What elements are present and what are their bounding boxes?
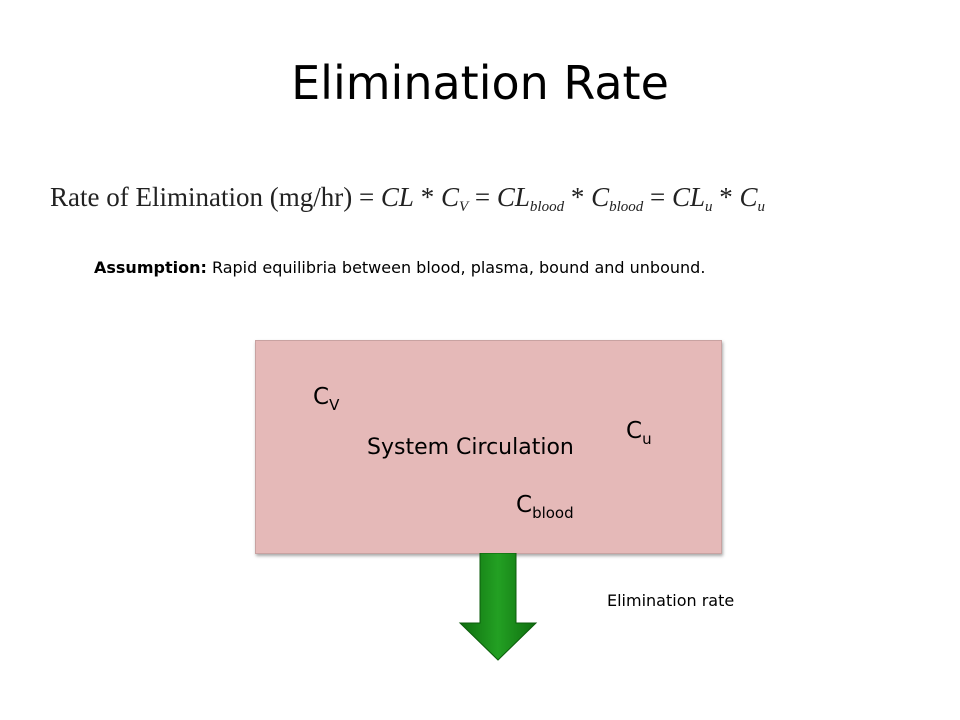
cblood-label: Cblood	[516, 492, 574, 522]
subscript-v: V	[458, 199, 469, 215]
cblood-subscript: blood	[532, 504, 574, 522]
system-circulation-label: System Circulation	[367, 435, 574, 460]
assumption-label: Assumption:	[94, 258, 207, 277]
cv-subscript: V	[329, 396, 340, 414]
term-c: C	[591, 182, 610, 212]
c-letter: C	[516, 492, 533, 518]
assumption-note: Assumption: Rapid equilibria between blo…	[94, 258, 705, 277]
term-cl: CL	[380, 182, 414, 212]
subscript-u: u	[705, 199, 713, 215]
elimination-arrow-icon	[458, 553, 538, 661]
equation-lhs: Rate of Elimination (mg/hr)	[50, 182, 353, 212]
multiply-sign: *	[420, 182, 435, 212]
elimination-rate-label: Elimination rate	[607, 591, 735, 610]
equals-sign: =	[358, 182, 375, 212]
equals-sign: =	[474, 182, 491, 212]
subscript-u: u	[757, 199, 766, 215]
c-letter: C	[626, 418, 643, 444]
c-letter: C	[313, 384, 330, 410]
cv-label: CV	[313, 384, 339, 414]
term-c: C	[739, 182, 758, 212]
cu-label: Cu	[626, 418, 652, 448]
subscript-blood: blood	[609, 199, 644, 215]
equals-sign: =	[650, 182, 666, 212]
term-cl: CL	[496, 182, 530, 212]
slide-title: Elimination Rate	[291, 56, 669, 110]
system-circulation-box	[255, 340, 722, 554]
elimination-rate-equation: Rate of Elimination (mg/hr) = CL * CV = …	[50, 182, 765, 216]
cu-subscript: u	[642, 430, 652, 448]
term-cl: CL	[672, 182, 706, 212]
multiply-sign: *	[719, 182, 733, 212]
assumption-text: Rapid equilibria between blood, plasma, …	[206, 258, 706, 277]
term-c: C	[440, 182, 459, 212]
multiply-sign: *	[570, 182, 585, 212]
subscript-blood: blood	[529, 199, 565, 215]
